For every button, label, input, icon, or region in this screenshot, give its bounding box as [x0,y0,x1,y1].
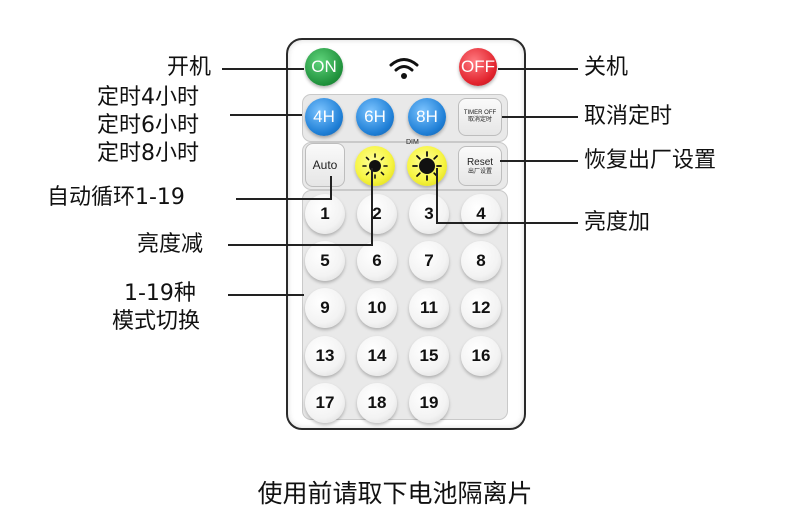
caption: 使用前请取下电池隔离片 [257,479,533,508]
timer-8h-button[interactable]: 8H [408,98,446,136]
leader-power-on [222,68,304,70]
power-on-button[interactable]: ON [305,48,343,86]
label-modes-line1: 1-19种 [124,281,196,306]
label-timer-8h: 定时8小时 [97,141,199,166]
dim-up-button[interactable] [407,146,447,186]
number-button-12[interactable]: 12 [461,288,501,328]
number-button-7[interactable]: 7 [409,241,449,281]
number-button-15[interactable]: 15 [409,336,449,376]
label-power-off: 关机 [584,55,629,80]
label-factory-reset: 恢复出厂设置 [584,148,717,173]
number-button-2[interactable]: 2 [357,194,397,234]
number-button-5[interactable]: 5 [305,241,345,281]
leader-auto-cycle [236,198,302,200]
sun-icon [412,151,442,181]
label-dim-down: 亮度减 [137,232,204,257]
label-auto-cycle: 自动循环1-19 [47,185,185,210]
timer-6h-label: 6H [364,107,386,126]
number-button-10[interactable]: 10 [357,288,397,328]
auto-button[interactable]: Auto [305,143,345,187]
leader-auto-horizontal [302,198,332,200]
timer-4h-label: 4H [313,107,335,126]
leader-timer-cancel [502,116,578,118]
timer-off-cn: 取消定时 [467,116,492,123]
number-button-19[interactable]: 19 [409,383,449,423]
timer-off-en: TIMER OFF [463,110,497,117]
timer-6h-button[interactable]: 6H [356,98,394,136]
label-power-on: 开机 [167,55,212,80]
wifi-signal-icon [388,54,420,82]
reset-cn: 出厂设置 [467,167,492,175]
leader-dim-up-v [436,168,438,224]
leader-timer [230,114,302,116]
sun-icon [362,153,388,179]
number-button-8[interactable]: 8 [461,241,501,281]
reset-en: Reset [466,156,494,168]
label-modes-line2: 模式切换 [112,309,201,334]
power-off-button[interactable]: OFF [459,48,497,86]
leader-factory-reset [500,160,578,162]
number-button-17[interactable]: 17 [305,383,345,423]
number-button-3[interactable]: 3 [409,194,449,234]
label-dim-up: 亮度加 [584,210,651,235]
dim-label: DIM [406,139,419,146]
number-button-4[interactable]: 4 [461,194,501,234]
number-button-6[interactable]: 6 [357,241,397,281]
power-on-button-label: ON [311,57,337,76]
number-button-1[interactable]: 1 [305,194,345,234]
leader-dim-down-h [228,244,373,246]
power-off-button-label: OFF [461,57,495,76]
leader-dim-up-h [436,222,578,224]
leader-auto-vertical [330,176,332,199]
remote-control: ON OFF 4H 6H 8H TIMER OFF 取消定时 Auto DIM [286,38,526,430]
number-button-13[interactable]: 13 [305,336,345,376]
number-button-16[interactable]: 16 [461,336,501,376]
auto-label: Auto [312,158,338,172]
leader-power-off [498,68,578,70]
leader-dim-down-v [371,168,373,246]
timer-4h-button[interactable]: 4H [305,98,343,136]
label-timer-6h: 定时6小时 [97,113,199,138]
label-timer-4h: 定时4小时 [97,85,199,110]
number-button-11[interactable]: 11 [409,288,449,328]
leader-modes [228,294,304,296]
timer-8h-label: 8H [416,107,438,126]
number-button-9[interactable]: 9 [305,288,345,328]
reset-button[interactable]: Reset 出厂设置 [458,146,502,186]
timer-off-button[interactable]: TIMER OFF 取消定时 [458,98,502,136]
dim-down-button[interactable] [355,146,395,186]
number-button-18[interactable]: 18 [357,383,397,423]
label-timer-cancel: 取消定时 [584,104,673,129]
number-button-14[interactable]: 14 [357,336,397,376]
